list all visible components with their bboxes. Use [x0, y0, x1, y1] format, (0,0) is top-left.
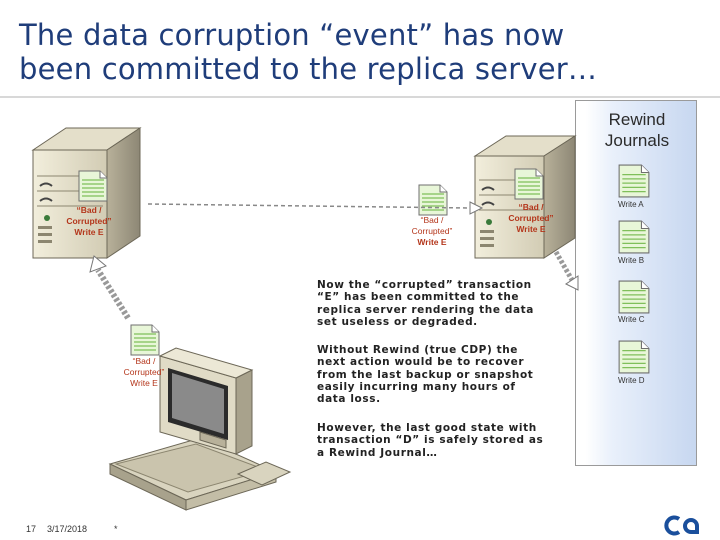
left-server-label-line: Corrupted”: [66, 216, 112, 226]
body-line: data loss.: [317, 393, 381, 406]
body-line: replica server rendering the data: [317, 303, 534, 316]
body-line: from the last backup or snapshot: [317, 368, 534, 381]
body-paragraph-3: However, the last good state with transa…: [317, 422, 553, 459]
journal-label-write-b: Write B: [618, 256, 645, 265]
journal-label-write-c: Write C: [618, 315, 645, 324]
client-doc-icon: [130, 324, 160, 356]
client-caption-line: “Bad /: [132, 356, 156, 366]
client-caption-line: Corrupted”: [123, 367, 165, 377]
rewind-journals-title-line-2: Journals: [604, 131, 670, 150]
journal-label-write-d: Write D: [618, 376, 645, 385]
production-server-icon: [31, 127, 142, 259]
body-line: “E” has been committed to the: [317, 291, 520, 304]
body-line: Without Rewind (true CDP) the: [317, 344, 519, 356]
body-line: set useless or degraded.: [317, 315, 478, 328]
journal-doc-c-icon: [618, 280, 650, 314]
client-to-server-arrow-icon: [89, 255, 131, 320]
footer-page-number: 17: [26, 524, 37, 534]
transit-doc-icon: [418, 184, 448, 216]
rewind-journals-title: Rewind Journals: [576, 109, 698, 151]
footer-date: 3/17/2018: [47, 524, 88, 534]
transit-caption-line: “Bad /: [420, 215, 444, 225]
ca-logo-icon: [664, 515, 699, 536]
client-doc-caption: “Bad / Corrupted” Write E: [112, 356, 176, 389]
body-line: easily incurring many hours of: [317, 380, 516, 393]
slide-title-line-2: been committed to the replica server…: [19, 52, 598, 86]
slide-title-line-1: The data corruption “event” has now: [19, 18, 565, 52]
slide-title: The data corruption “event” has now been…: [19, 18, 709, 86]
journal-label-write-a: Write A: [618, 200, 644, 209]
transit-caption-line: Write E: [417, 237, 447, 247]
body-line: However, the last good state with: [317, 422, 537, 434]
left-server-label-line: Write E: [74, 227, 104, 237]
body-line: transaction “D” is safely stored as: [317, 434, 544, 447]
right-server-bad-write-label: “Bad / Corrupted” Write E: [500, 202, 562, 235]
transit-doc-caption: “Bad / Corrupted” Write E: [400, 215, 464, 248]
client-computer-icon: [108, 347, 292, 511]
transit-caption-line: Corrupted”: [411, 226, 453, 236]
left-server-label-line: “Bad /: [76, 205, 102, 215]
journal-doc-d-icon: [618, 340, 650, 374]
body-line: Now the “corrupted” transaction: [317, 279, 532, 291]
body-line: a Rewind Journal…: [317, 446, 438, 459]
right-server-label-line: Corrupted”: [508, 213, 554, 223]
client-caption-line: Write E: [130, 378, 158, 388]
replication-arrow-icon: [147, 201, 484, 215]
body-paragraph-2: Without Rewind (true CDP) the next actio…: [317, 344, 553, 405]
right-server-doc-icon: [514, 168, 544, 200]
footer-marker: *: [114, 524, 118, 534]
body-paragraph-1: Now the “corrupted” transaction “E” has …: [317, 279, 553, 328]
left-server-bad-write-label: “Bad / Corrupted” Write E: [58, 205, 120, 238]
journal-doc-a-icon: [618, 164, 650, 198]
body-line: next action would be to recover: [317, 356, 525, 369]
title-divider: [0, 96, 720, 98]
journal-doc-b-icon: [618, 220, 650, 254]
rewind-journals-title-line-1: Rewind: [608, 110, 666, 129]
right-server-label-line: Write E: [516, 224, 546, 234]
right-server-label-line: “Bad /: [518, 202, 544, 212]
left-server-doc-icon: [78, 170, 108, 202]
replica-to-journal-arrow-icon: [553, 250, 579, 291]
